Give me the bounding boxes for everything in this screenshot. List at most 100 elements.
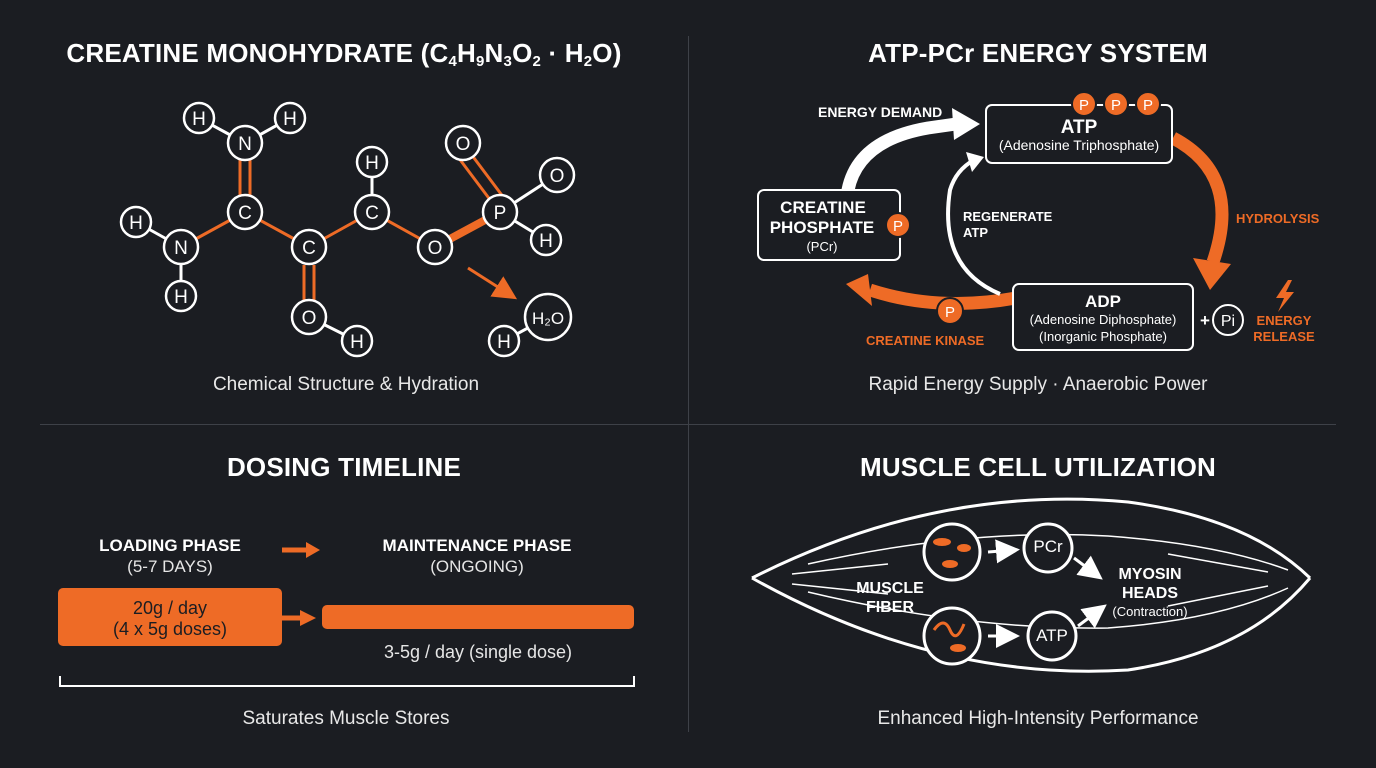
myosin-label-1: MYOSIN (1118, 566, 1182, 583)
svg-text:H: H (283, 109, 297, 130)
svg-text:P: P (945, 304, 955, 321)
svg-text:P: P (1079, 97, 1089, 114)
atom-h-8: H (487, 324, 521, 358)
adp-subtitle-1: (Adenosine Diphosphate) (1029, 312, 1177, 327)
organelle-circle-top (922, 522, 982, 582)
atom-o-4: O (538, 156, 576, 194)
svg-text:H: H (497, 332, 511, 353)
creatine-structure-diagram: H H N C H N H C O H C H O O P O H H H₂O (119, 101, 576, 358)
pcr-circle (1022, 522, 1074, 574)
atom-h-5: H (340, 324, 374, 358)
atom-c-3: C (353, 193, 391, 231)
atom-o-3: O (444, 124, 482, 162)
loading-dose-bar (58, 588, 282, 646)
svg-text:O: O (550, 166, 565, 187)
chemical-caption: Chemical Structure & Hydration (212, 374, 480, 395)
p-badge-2: P (1103, 91, 1129, 117)
energy-system-caption: Rapid Energy Supply · Anaerobic Power (868, 374, 1208, 395)
loading-phase-title: LOADING PHASE (99, 536, 241, 555)
energy-release-label-1: ENERGY (1256, 313, 1312, 328)
atom-h-3: H (119, 205, 153, 239)
muscle-title: MUSCLE CELL UTILIZATION (859, 452, 1217, 482)
atom-o-2: O (416, 228, 454, 266)
p-badge-1: P (1071, 91, 1097, 117)
muscle-fiber-label-1: MUSCLE (856, 580, 924, 597)
svg-text:P: P (893, 218, 903, 235)
regenerate-label-2: ATP (963, 225, 989, 240)
energy-demand-label: ENERGY DEMAND (818, 104, 943, 120)
p-badge-3: P (1135, 91, 1161, 117)
svg-text:H₂O: H₂O (532, 309, 564, 328)
atom-h-6: H (355, 145, 389, 179)
atom-h-2: H (273, 101, 307, 135)
maintenance-dose-bar (322, 605, 634, 629)
dosing-caption: Saturates Muscle Stores (242, 708, 450, 729)
p-badge-pcr: P (885, 212, 911, 238)
svg-text:H: H (350, 332, 364, 353)
svg-text:C: C (238, 203, 252, 224)
adp-box (1012, 283, 1194, 351)
pcr-title-2: PHOSPHATE (769, 218, 875, 237)
horizontal-divider (40, 424, 1336, 425)
maintenance-phase-subtitle: (ONGOING) (430, 557, 524, 576)
svg-text:H: H (174, 287, 188, 308)
atom-water: H₂O (523, 292, 573, 342)
dosing-arrows (59, 542, 635, 687)
svg-text:H: H (129, 213, 143, 234)
atom-n-2: N (162, 228, 200, 266)
atp-title: ATP (1060, 117, 1098, 138)
atom-c-1: C (226, 193, 264, 231)
atom-o-1: O (290, 298, 328, 336)
svg-text:O: O (456, 134, 471, 155)
atp-circle (1026, 610, 1078, 662)
dosing-title: DOSING TIMELINE (226, 452, 462, 482)
atp-pcr-cycle-diagram: P P P P P Pi (757, 91, 1294, 351)
loading-dose-line-1: 20g / day (132, 598, 208, 618)
muscle-caption: Enhanced High-Intensity Performance (877, 708, 1199, 729)
lightning-icon (1276, 280, 1294, 312)
svg-text:N: N (238, 134, 252, 155)
p-badge-free: P (936, 297, 964, 325)
svg-text:C: C (365, 203, 379, 224)
hydrolysis-label: HYDROLYSIS (1236, 211, 1320, 226)
svg-text:P: P (1111, 97, 1121, 114)
loading-phase-subtitle: (5-7 DAYS) (127, 557, 213, 576)
atp-subtitle: (Adenosine Triphosphate) (998, 137, 1160, 153)
adp-subtitle-2: (Inorganic Phosphate) (1039, 329, 1167, 344)
atp-label: ATP (1036, 626, 1068, 645)
atom-h-4: H (164, 279, 198, 313)
energy-system-title: ATP-PCr ENERGY SYSTEM (868, 38, 1208, 68)
atom-c-2: C (290, 228, 328, 266)
plus-sign: + (1200, 311, 1210, 330)
svg-text:P: P (494, 203, 507, 224)
atom-n-1: N (226, 124, 264, 162)
myosin-label-2: HEADS (1121, 585, 1178, 602)
energy-release-label-2: RELEASE (1253, 329, 1315, 344)
svg-text:H: H (539, 231, 553, 252)
regenerate-label-1: REGENERATE (963, 209, 1053, 224)
pcr-label: PCr (1033, 537, 1063, 556)
svg-text:H: H (365, 153, 379, 174)
organelle-circle-bottom (922, 606, 982, 666)
atom-p: P (481, 193, 519, 231)
svg-text:P: P (1143, 97, 1153, 114)
vertical-divider (688, 36, 689, 732)
maintenance-dose-label: 3-5g / day (single dose) (383, 642, 573, 662)
atom-h-7: H (529, 223, 563, 257)
pcr-title-1: CREATINE (780, 198, 866, 217)
pi-circle: Pi (1212, 304, 1244, 336)
muscle-fiber-diagram (751, 497, 1312, 673)
svg-text:O: O (428, 238, 443, 259)
myosin-label-3: (Contraction) (1112, 604, 1188, 619)
muscle-fiber-label-2: FIBER (866, 599, 914, 616)
pcr-subtitle: (PCr) (806, 239, 838, 254)
creatine-kinase-label: CREATINE KINASE (866, 333, 985, 348)
svg-text:C: C (302, 238, 316, 259)
svg-text:Pi: Pi (1221, 313, 1235, 330)
maintenance-phase-title: MAINTENANCE PHASE (382, 536, 572, 555)
loading-dose-line-2: (4 x 5g doses) (112, 619, 228, 639)
atom-h-1: H (182, 101, 216, 135)
svg-text:N: N (174, 238, 188, 259)
panel-chemical-title: CREATINE MONOHYDRATE (C4H9N3O2 · H2O) (66, 38, 622, 70)
svg-text:H: H (192, 109, 206, 130)
